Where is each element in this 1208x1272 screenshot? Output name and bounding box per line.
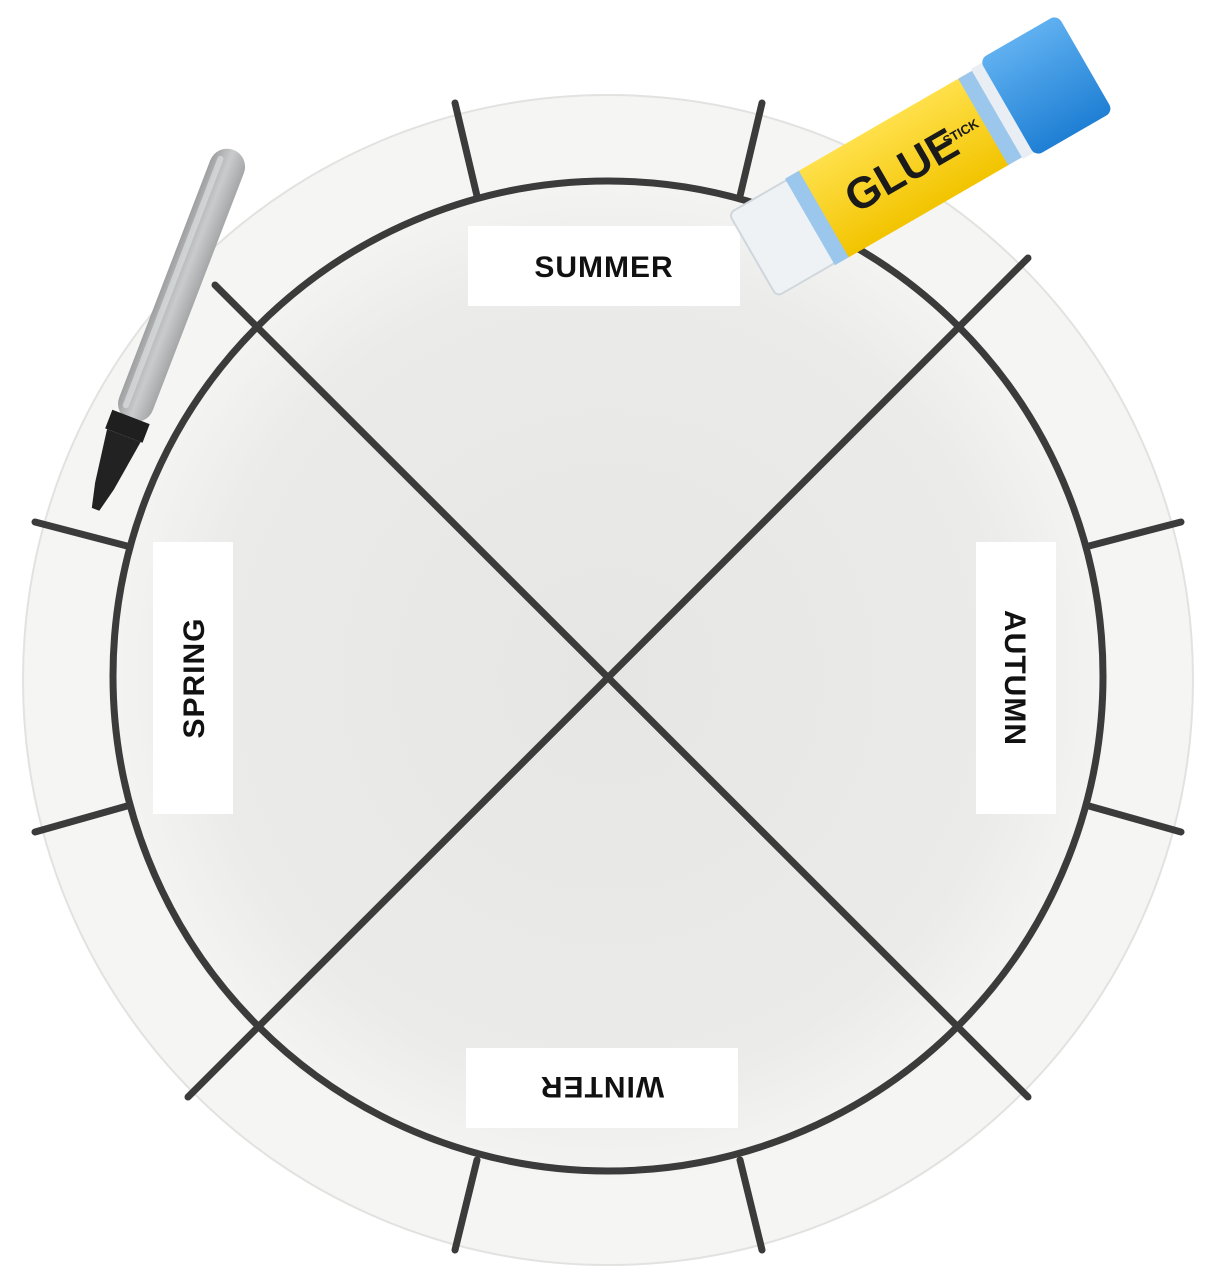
label-spring: SPRING	[153, 542, 233, 814]
label-autumn: AUTUMN	[976, 542, 1056, 814]
label-autumn-text: AUTUMN	[998, 610, 1031, 746]
label-summer: SUMMER	[468, 226, 740, 306]
label-winter: WINTER	[466, 1048, 738, 1128]
label-spring-text: SPRING	[178, 617, 211, 738]
label-winter-text: WINTER	[540, 1070, 664, 1103]
label-summer-text: SUMMER	[534, 251, 673, 284]
